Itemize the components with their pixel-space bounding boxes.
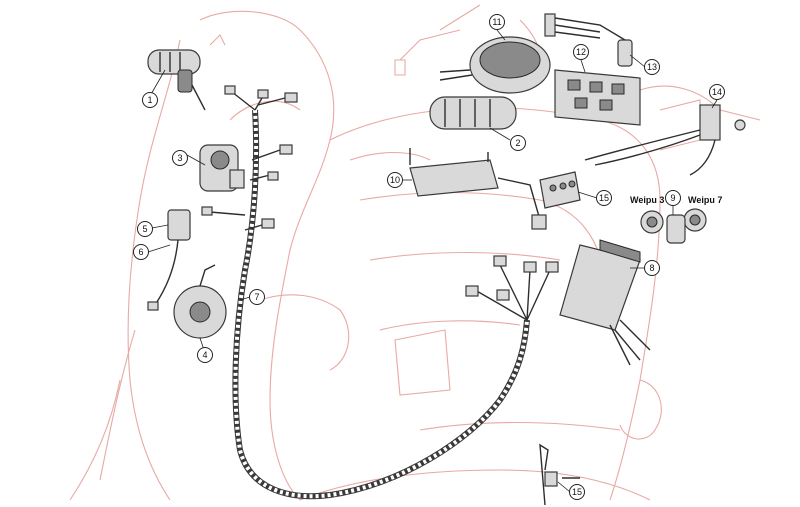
svg-text:1: 1 bbox=[147, 95, 152, 105]
part-charger-module bbox=[559, 239, 651, 366]
callout-1: 1 bbox=[142, 92, 158, 108]
callout-10: 10 bbox=[387, 172, 403, 188]
callout-11: 11 bbox=[489, 14, 505, 30]
part-left-grip bbox=[429, 96, 517, 130]
part-horn bbox=[173, 264, 227, 339]
part-junction-block bbox=[539, 171, 581, 487]
part-fuse-holder bbox=[584, 104, 746, 176]
harness-connectors bbox=[201, 85, 559, 301]
callout-13: 13 bbox=[644, 59, 660, 75]
svg-text:15: 15 bbox=[572, 487, 582, 497]
svg-text:5: 5 bbox=[142, 224, 147, 234]
svg-text:11: 11 bbox=[492, 17, 501, 27]
part-round-controller bbox=[439, 36, 551, 94]
callout-6: 6 bbox=[133, 244, 149, 260]
callout-9: 9 bbox=[665, 190, 681, 206]
svg-text:15: 15 bbox=[599, 193, 609, 203]
callout-14: 14 bbox=[709, 84, 725, 100]
svg-text:2: 2 bbox=[515, 138, 520, 148]
callout-15-lower: 15 bbox=[569, 484, 585, 500]
svg-text:7: 7 bbox=[254, 292, 259, 302]
callout-7: 7 bbox=[249, 289, 265, 305]
scooter-frame-outline bbox=[69, 4, 761, 501]
part-relay bbox=[147, 209, 191, 311]
svg-text:4: 4 bbox=[202, 350, 207, 360]
svg-text:3: 3 bbox=[177, 153, 182, 163]
part-main-controller bbox=[554, 69, 641, 126]
svg-text:9: 9 bbox=[670, 193, 675, 203]
part-dc-converter bbox=[409, 148, 547, 230]
label-weipu-3: Weipu 3 bbox=[630, 195, 664, 205]
callout-8: 8 bbox=[644, 260, 660, 276]
label-weipu-7: Weipu 7 bbox=[688, 195, 722, 205]
main-wiring-harness bbox=[209, 91, 551, 506]
callout-4: 4 bbox=[197, 347, 213, 363]
callout-3: 3 bbox=[172, 150, 188, 166]
callout-12: 12 bbox=[573, 44, 589, 60]
svg-text:13: 13 bbox=[647, 62, 657, 72]
callout-5: 5 bbox=[137, 221, 153, 237]
svg-text:6: 6 bbox=[138, 247, 143, 257]
svg-text:8: 8 bbox=[649, 263, 654, 273]
svg-text:10: 10 bbox=[390, 175, 400, 185]
callout-2: 2 bbox=[510, 135, 526, 151]
svg-text:14: 14 bbox=[712, 87, 722, 97]
callout-15-upper: 15 bbox=[596, 190, 612, 206]
part-weipu-connectors bbox=[640, 208, 707, 244]
svg-text:12: 12 bbox=[576, 47, 586, 57]
part-connector-pigtails bbox=[544, 13, 633, 67]
part-throttle-grip bbox=[147, 49, 206, 111]
part-ignition-switch bbox=[199, 144, 245, 192]
